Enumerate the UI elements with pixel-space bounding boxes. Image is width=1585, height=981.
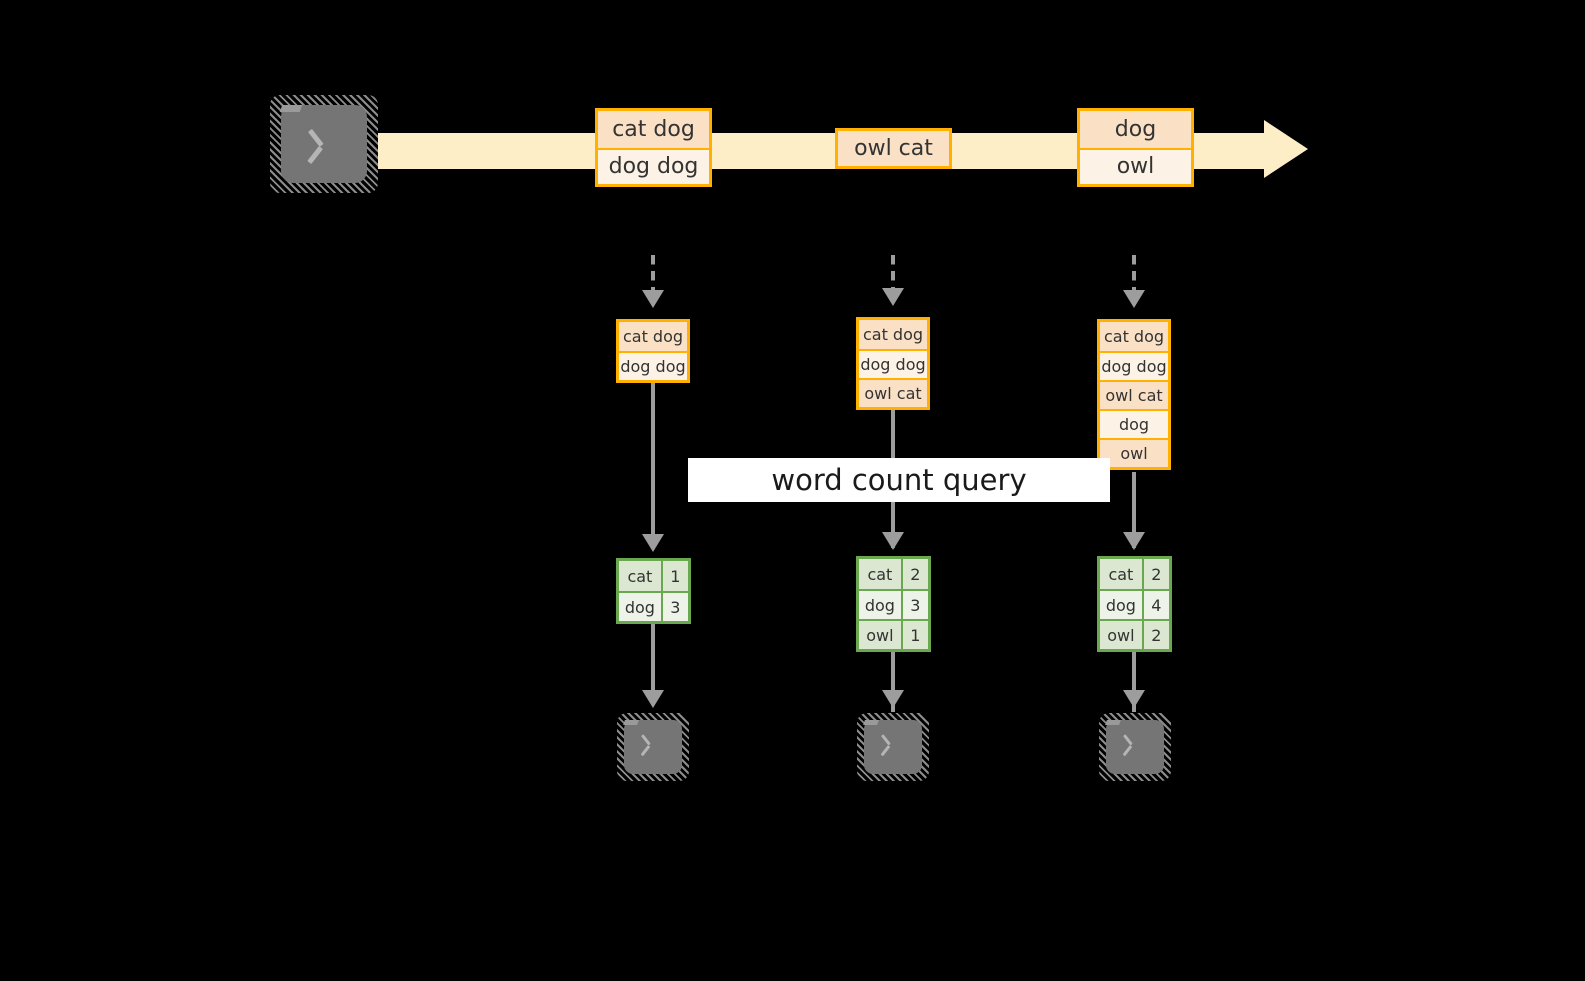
query-arrowhead-icon-3 [1123, 532, 1145, 550]
result-table-1: cat 1 dog 3 [616, 558, 691, 624]
sink-terminal-icon-1 [617, 713, 689, 781]
trigger-arrowhead-icon-2 [882, 288, 904, 306]
query-connector-1 [651, 382, 655, 548]
terminal-prompt-cursor-icon [623, 720, 639, 725]
result-row: cat 2 [859, 559, 928, 589]
result-row: cat 1 [619, 561, 688, 591]
result-row: dog 4 [1100, 589, 1169, 619]
stream-message-3: dog owl [1077, 108, 1194, 187]
stream-message-1: cat dog dog dog [595, 108, 712, 187]
result-row: cat 2 [1100, 559, 1169, 589]
terminal-prompt-chevron-icon [307, 128, 334, 165]
terminal-prompt-cursor-icon [279, 105, 303, 112]
stream-message-line: owl cat [838, 131, 949, 166]
input-table-row: cat dog [859, 320, 927, 349]
terminal-prompt-chevron-icon [640, 734, 658, 757]
sink-connector-1 [651, 620, 655, 702]
input-table-row: owl cat [1100, 380, 1168, 409]
result-word: cat [619, 561, 663, 591]
stream-message-line: dog dog [598, 147, 709, 184]
sink-arrowhead-icon-3 [1123, 690, 1145, 708]
query-arrowhead-icon-1 [642, 534, 664, 552]
input-table-row: dog dog [619, 351, 687, 380]
result-table-2: cat 2 dog 3 owl 1 [856, 556, 931, 652]
input-table-row: cat dog [1100, 322, 1168, 351]
input-table-row: cat dog [619, 322, 687, 351]
result-count: 1 [662, 561, 688, 591]
result-word: dog [1100, 591, 1144, 619]
trigger-arrowhead-icon-3 [1123, 290, 1145, 308]
result-count: 2 [902, 559, 928, 589]
input-table-row: owl cat [859, 378, 927, 407]
sink-terminal-icon-2 [857, 713, 929, 781]
result-count: 3 [902, 591, 928, 619]
input-table-2: cat dog dog dog owl cat [856, 317, 930, 410]
result-row: dog 3 [859, 589, 928, 619]
result-row: owl 1 [859, 619, 928, 649]
result-word: dog [619, 593, 663, 621]
result-count: 2 [1143, 559, 1169, 589]
sink-terminal-icon-3 [1099, 713, 1171, 781]
result-word: dog [859, 591, 903, 619]
terminal-body [863, 720, 922, 774]
result-word: owl [859, 621, 903, 649]
stream-arrowhead-icon [1264, 120, 1308, 178]
input-table-1: cat dog dog dog [616, 319, 690, 383]
terminal-body [623, 720, 682, 774]
sink-arrowhead-icon-2 [882, 690, 904, 708]
trigger-dashed-line-1 [651, 255, 655, 293]
input-table-3: cat dog dog dog owl cat dog owl [1097, 319, 1171, 470]
stream-message-line: owl [1080, 147, 1191, 184]
result-row: dog 3 [619, 591, 688, 621]
result-count: 2 [1143, 621, 1169, 649]
result-word: cat [1100, 559, 1144, 589]
query-arrowhead-icon-2 [882, 532, 904, 550]
trigger-dashed-line-2 [891, 255, 895, 293]
result-count: 1 [902, 621, 928, 649]
sink-arrowhead-icon-1 [642, 690, 664, 708]
query-banner: word count query [688, 458, 1110, 502]
input-table-row: owl [1100, 438, 1168, 467]
result-word: cat [859, 559, 903, 589]
result-row: owl 2 [1100, 619, 1169, 649]
stream-message-line: dog [1080, 111, 1191, 148]
sink-connector-3 [1132, 650, 1136, 712]
sink-connector-2 [891, 650, 895, 712]
terminal-body [1105, 720, 1164, 774]
stream-message-2: owl cat [835, 128, 952, 169]
input-table-row: dog dog [859, 349, 927, 378]
terminal-prompt-chevron-icon [880, 734, 898, 757]
source-terminal-icon [270, 95, 378, 193]
trigger-dashed-line-3 [1132, 255, 1136, 293]
terminal-prompt-cursor-icon [1105, 720, 1121, 725]
trigger-arrowhead-icon-1 [642, 290, 664, 308]
terminal-prompt-cursor-icon [863, 720, 879, 725]
result-count: 4 [1143, 591, 1169, 619]
query-connector-3 [1132, 472, 1136, 548]
stream-message-line: cat dog [598, 111, 709, 148]
result-count: 3 [662, 593, 688, 621]
result-table-3: cat 2 dog 4 owl 2 [1097, 556, 1172, 652]
input-table-row: dog [1100, 409, 1168, 438]
terminal-body [279, 105, 367, 183]
terminal-prompt-chevron-icon [1122, 734, 1140, 757]
input-table-row: dog dog [1100, 351, 1168, 380]
result-word: owl [1100, 621, 1144, 649]
